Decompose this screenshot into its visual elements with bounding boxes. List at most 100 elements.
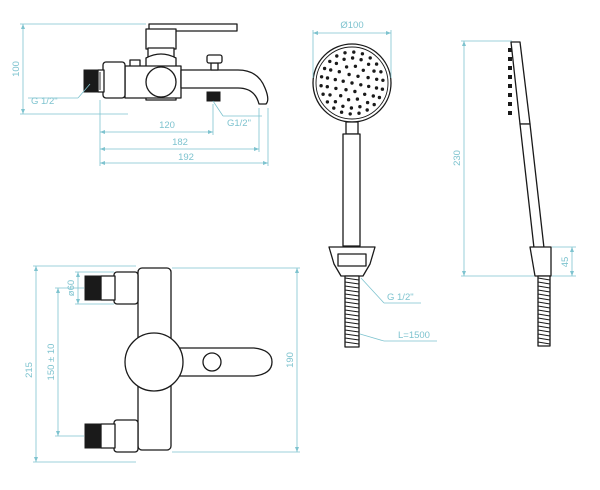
hose-rib — [344, 309, 360, 313]
hose-rib — [537, 277, 551, 281]
nozzle-dot — [348, 112, 352, 116]
nozzle-dot — [322, 66, 327, 71]
nozzle-dot — [365, 108, 369, 112]
body-height-label: 190 — [285, 352, 296, 368]
nozzle-dot — [343, 51, 347, 55]
nozzle-dot — [353, 64, 358, 69]
nozzle-dot — [332, 106, 336, 110]
side-nozzle — [508, 57, 512, 61]
mixer-side-view — [83, 23, 269, 105]
hose-rib — [344, 305, 360, 309]
nozzle-dot — [360, 52, 365, 56]
hand-shower-front-dimensions: Ø100 G 1/2" L=1500 — [312, 20, 437, 342]
side-nozzle — [508, 102, 512, 106]
hose-rib — [344, 329, 360, 333]
hose-rib — [537, 301, 551, 305]
hose-rib — [537, 309, 551, 313]
shower-length-label: 230 — [452, 150, 463, 166]
nozzle-dot — [374, 62, 379, 66]
hose-rib — [344, 313, 360, 317]
nozzle-dot — [366, 75, 370, 80]
side-view-dimensions: 100 G 1/2" G1/2" 120 182 192 — [11, 23, 269, 166]
side-nozzle — [508, 84, 512, 88]
side-nozzle — [508, 66, 512, 70]
nozzle-dot — [355, 97, 360, 101]
hose-rib — [344, 301, 360, 305]
inlet-spacing-label: 120 — [159, 120, 175, 131]
nozzle-dot — [328, 93, 332, 97]
hose-rib — [344, 321, 360, 325]
hose-rib — [344, 325, 360, 329]
nozzle-dot — [352, 50, 356, 54]
nozzle-dot — [374, 86, 379, 90]
head-diameter-label: Ø100 — [340, 20, 363, 31]
nozzle-dot — [368, 56, 372, 60]
nozzle-dot — [353, 89, 357, 94]
nozzle-dot — [333, 100, 338, 104]
nozzle-dot — [349, 106, 354, 110]
hose-rib — [537, 321, 551, 325]
outlet-thread-label: G1/2" — [227, 118, 251, 129]
nozzle-dot — [350, 81, 354, 85]
nozzle-dot — [325, 100, 330, 104]
nozzle-dot — [372, 69, 376, 73]
hose-rib — [344, 333, 360, 337]
nozzle-dot — [319, 84, 323, 88]
hose-rib — [537, 297, 551, 301]
hand-shower-side-dimensions: 230 45 — [452, 40, 576, 277]
nozzle-dot — [325, 85, 329, 89]
hose-rib — [537, 281, 551, 285]
nozzle-dot — [329, 68, 333, 72]
flange-diameter-label: ø60 — [66, 280, 77, 296]
hose-rib — [344, 297, 360, 301]
nozzle-dot — [321, 92, 325, 96]
hose-rib — [537, 325, 551, 329]
inlet-thread-label: G 1/2" — [31, 96, 58, 107]
hose-rib — [537, 333, 551, 337]
nozzle-dot — [350, 56, 355, 60]
mixer-front-view — [84, 267, 273, 453]
side-nozzle — [508, 75, 512, 79]
side-nozzle-pattern — [508, 48, 512, 115]
hose-rib — [537, 289, 551, 293]
side-nozzle — [508, 111, 512, 115]
front-view-dimensions: 215 150 ± 10 ø60 190 — [24, 265, 300, 463]
hose-thread-label: G 1/2" — [387, 292, 414, 303]
nozzle-dot — [363, 92, 367, 97]
side-nozzle — [508, 48, 512, 52]
nozzle-dot — [328, 59, 332, 64]
hose-length-label: L=1500 — [398, 330, 430, 341]
nozzle-dot — [335, 54, 339, 58]
nozzle-dot — [346, 98, 351, 102]
nozzle-dot — [381, 78, 385, 83]
center-distance-label: 150 ± 10 — [46, 344, 57, 381]
nozzle-dot — [358, 105, 362, 109]
hose-rib — [537, 313, 551, 317]
side-nozzle — [508, 93, 512, 97]
nozzle-dot — [333, 77, 337, 82]
nozzle-dot — [372, 102, 376, 107]
hose-rib — [537, 305, 551, 309]
nozzle-dot — [357, 111, 361, 115]
nozzle-dot — [337, 70, 341, 74]
hose-rib — [537, 293, 551, 297]
nozzle-dot — [347, 72, 351, 77]
nozzle-dot — [341, 79, 345, 83]
holder-height-label: 45 — [560, 257, 571, 268]
hose-rib — [344, 341, 360, 345]
hose-rib — [537, 329, 551, 333]
hose-rib — [344, 289, 360, 293]
nozzle-dot — [344, 88, 348, 92]
hose-rib — [537, 341, 551, 345]
nozzle-dot — [367, 84, 371, 89]
hand-shower-front-view — [312, 43, 392, 348]
hose-rib — [344, 293, 360, 297]
nozzle-dot — [361, 68, 365, 73]
hose-rib — [344, 281, 360, 285]
height-dim-label: 100 — [11, 61, 22, 77]
hose-rib — [344, 317, 360, 321]
body-length-label: 182 — [172, 137, 188, 148]
nozzle-dot — [341, 104, 345, 109]
nozzle-dot — [339, 94, 343, 98]
